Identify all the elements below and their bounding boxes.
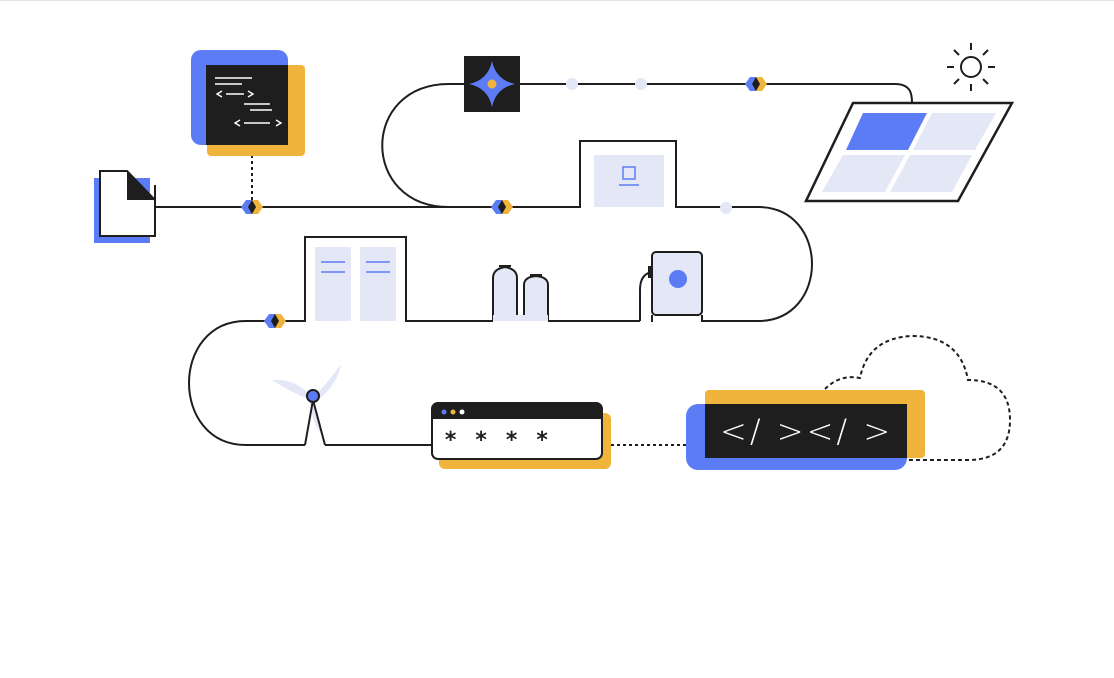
document-icon bbox=[94, 170, 156, 243]
sun-icon bbox=[947, 43, 995, 91]
connector-node bbox=[491, 200, 513, 214]
wind-turbine-icon bbox=[272, 364, 341, 446]
connector-node bbox=[241, 200, 263, 214]
code-snippet: </ ></ > bbox=[720, 412, 893, 450]
password-mask: * * * * bbox=[444, 428, 551, 453]
sparkle-icon bbox=[464, 56, 520, 112]
cloud-icon bbox=[824, 334, 1012, 461]
waypoint-dot bbox=[720, 202, 732, 214]
waypoint-dot bbox=[566, 78, 578, 90]
solar-panel-icon bbox=[804, 101, 1015, 203]
password-window-icon: * * * * bbox=[431, 402, 611, 469]
server-racks-icon bbox=[315, 247, 396, 321]
code-window-icon bbox=[191, 50, 305, 207]
waypoint-dot bbox=[635, 78, 647, 90]
pipeline-path bbox=[154, 140, 813, 446]
upper-loop-path bbox=[381, 83, 913, 208]
charging-station-icon bbox=[639, 251, 703, 322]
monitor-icon bbox=[594, 155, 664, 207]
storage-tanks-icon bbox=[492, 265, 549, 321]
connector-node bbox=[264, 314, 286, 328]
connector-node bbox=[745, 77, 767, 91]
top-border bbox=[0, 0, 1114, 1]
code-terminal-icon: </ ></ > bbox=[686, 390, 925, 470]
